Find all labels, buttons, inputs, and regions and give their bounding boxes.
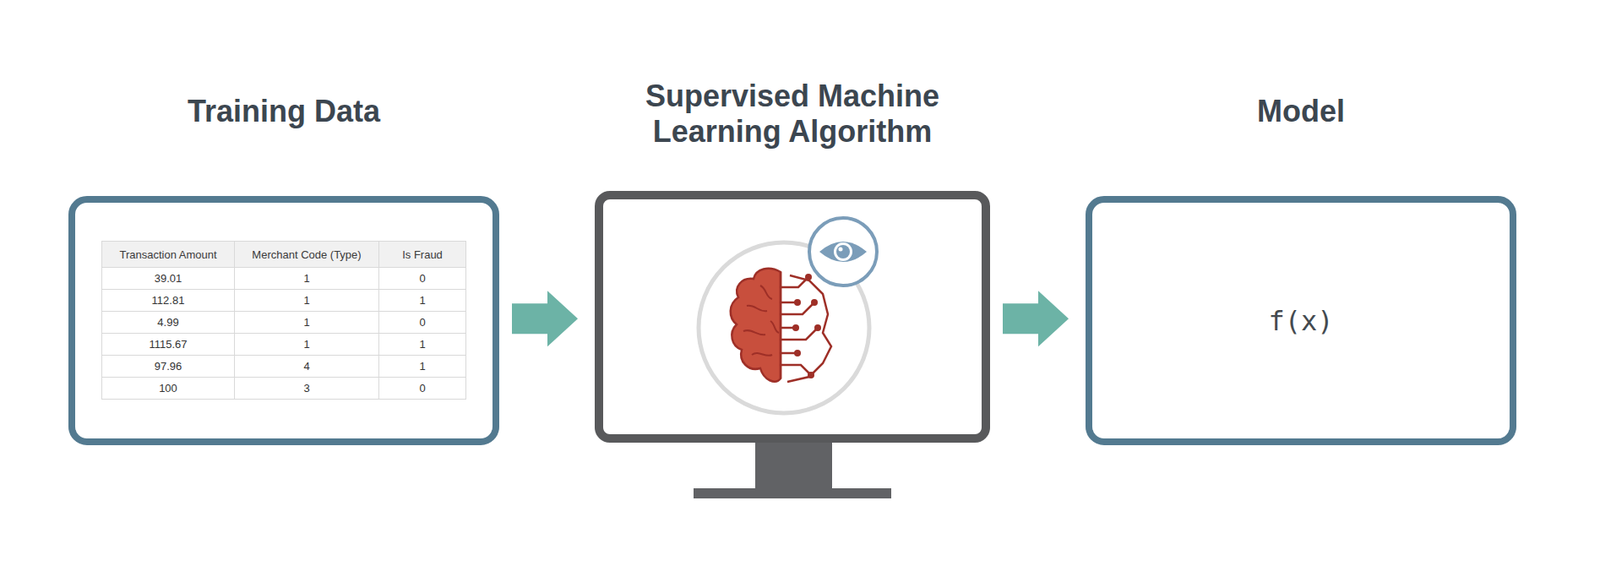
eye-icon xyxy=(809,217,877,286)
eye-ring xyxy=(809,217,877,286)
monitor-base xyxy=(693,488,892,499)
eye-shape xyxy=(819,241,867,262)
eye-glint xyxy=(838,247,844,252)
table-cell: 1 xyxy=(379,355,467,378)
header-row: Transaction AmountMerchant Code (Type)Is… xyxy=(102,241,467,268)
table-cell: 4 xyxy=(234,355,380,378)
brain-lobe xyxy=(730,268,781,382)
circuit-dot xyxy=(810,299,818,306)
table-cell: 1 xyxy=(234,267,380,290)
function-label: f(x) xyxy=(1092,304,1510,338)
data-row: 10030 xyxy=(102,377,467,400)
table-cell: 0 xyxy=(379,267,467,290)
table-cell: 39.01 xyxy=(102,267,235,290)
monitor-neck xyxy=(755,439,833,489)
data-row: 1115.6711 xyxy=(102,333,467,356)
circuit-dot xyxy=(814,324,822,332)
column-header: Transaction Amount xyxy=(102,241,235,268)
circuit-dot xyxy=(794,299,801,306)
table-cell: 0 xyxy=(379,311,467,334)
table-cell: 1 xyxy=(234,333,380,356)
monitor-screen: Supervised Machine Learning Algorithm xyxy=(594,190,991,443)
panel-heading: Training Data xyxy=(81,93,487,129)
circuit-dot xyxy=(792,324,800,332)
data-table: Transaction AmountMerchant Code (Type)Is… xyxy=(101,240,467,400)
data-row: 97.9641 xyxy=(102,355,467,378)
table-cell: 112.81 xyxy=(102,289,235,312)
table-cell: 0 xyxy=(379,377,467,400)
brain-folds xyxy=(743,285,779,356)
eye-iris-ring xyxy=(833,242,853,262)
model-panel: Modelf(x) xyxy=(1085,195,1517,446)
circuit-dot xyxy=(805,273,812,281)
data-row: 112.8111 xyxy=(102,289,467,312)
circuit-trace xyxy=(780,301,795,305)
brain-circuit xyxy=(780,272,832,382)
circuit-trace xyxy=(780,326,794,330)
brain-left xyxy=(730,268,781,382)
table-cell: 1 xyxy=(234,289,380,312)
table-cell: 1115.67 xyxy=(102,333,235,356)
panel-heading: Model xyxy=(1098,93,1504,129)
circuit-trace xyxy=(780,278,807,288)
table-cell: 3 xyxy=(234,377,380,400)
eye-pupil xyxy=(836,244,850,259)
circuit-trace xyxy=(780,364,810,374)
table-cell: 1 xyxy=(379,289,467,312)
table-cell: 100 xyxy=(102,377,235,400)
table-cell: 4.99 xyxy=(102,311,235,334)
column-header: Merchant Code (Type) xyxy=(234,241,380,268)
data-row: 4.9910 xyxy=(102,311,467,334)
table-cell: 97.96 xyxy=(102,355,235,378)
circuit-dot xyxy=(794,349,801,357)
column-header: Is Fraud xyxy=(379,241,467,268)
data-row: 39.0110 xyxy=(102,267,467,290)
circuit-trace xyxy=(780,329,817,340)
circuit-dot xyxy=(807,371,815,379)
circuit-trace xyxy=(780,352,795,355)
table-cell: 1 xyxy=(234,311,380,334)
table-cell: 1 xyxy=(379,333,467,356)
flow-arrow xyxy=(511,290,578,347)
circuit-dots xyxy=(792,273,822,379)
data-panel: Training DataTransaction AmountMerchant … xyxy=(68,195,500,446)
panel-heading: Supervised Machine Learning Algorithm xyxy=(606,78,979,149)
flow-arrow xyxy=(1002,290,1069,347)
